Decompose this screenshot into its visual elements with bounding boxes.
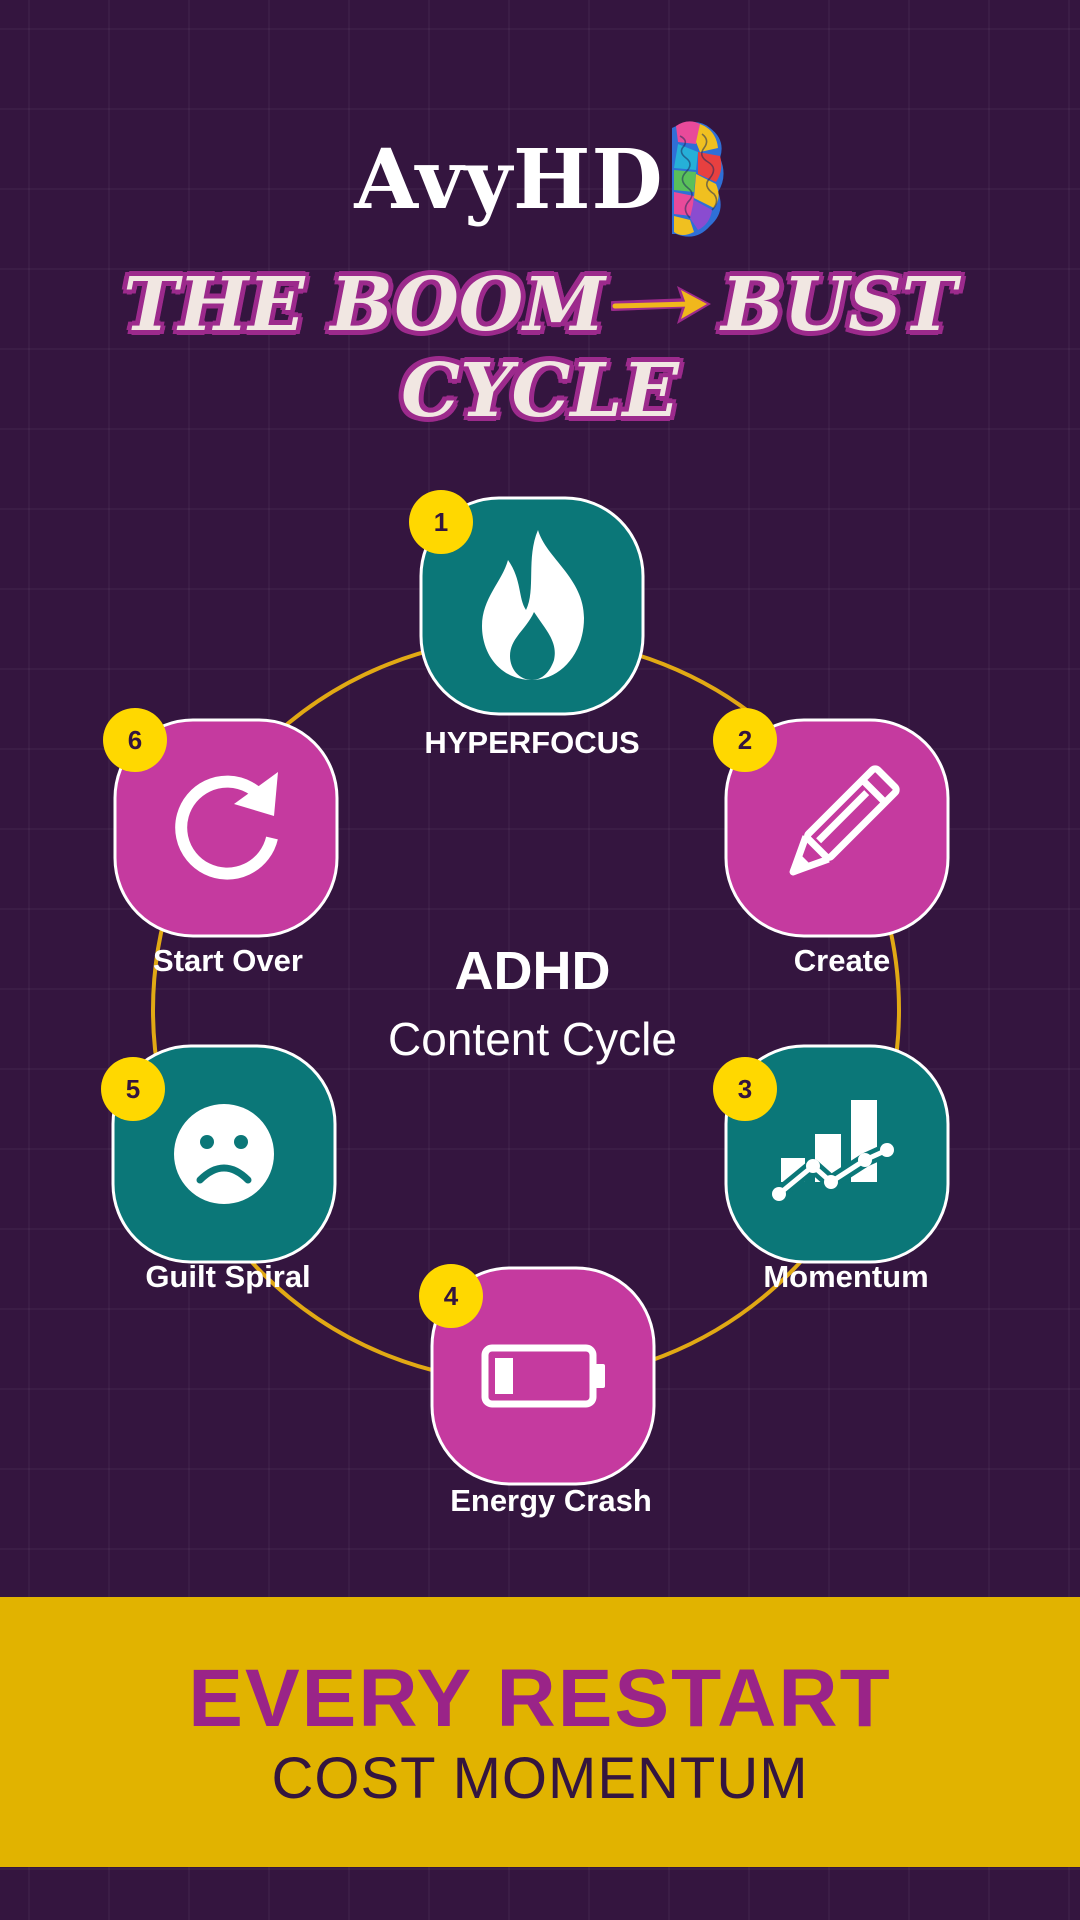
cycle-step-6: 6 — [103, 708, 339, 938]
flame-icon — [482, 530, 584, 680]
step-number: 3 — [738, 1074, 752, 1104]
step-number: 4 — [444, 1281, 459, 1311]
step-number-badge — [713, 708, 777, 772]
cycle-step-4: 4 — [419, 1264, 656, 1486]
step-label: Guilt Spiral — [145, 1259, 311, 1294]
step-label: Start Over — [153, 943, 303, 978]
cycle-diagram: 1 2 3 4 5 6 — [101, 490, 950, 1486]
step-number: 1 — [434, 507, 448, 537]
banner-subline: COST MOMENTUM — [271, 1746, 809, 1811]
cycle-step-1: 1 — [409, 490, 645, 716]
step-number-badge — [419, 1264, 483, 1328]
step-number-badge — [101, 1057, 165, 1121]
bar-chart-icon — [772, 1100, 894, 1201]
step-number: 5 — [126, 1074, 140, 1104]
title-cycle: CYCLE — [401, 348, 679, 434]
title-boom: THE BOOM — [123, 262, 606, 348]
battery-low-icon — [481, 1344, 605, 1408]
arrow-right-icon — [611, 286, 712, 324]
step-label: HYPERFOCUS — [424, 725, 640, 760]
step-number: 2 — [738, 725, 752, 755]
center-title: ADHD — [454, 941, 611, 1001]
step-tile — [724, 718, 950, 938]
cycle-step-2: 2 — [713, 708, 950, 938]
pencil-icon — [789, 765, 900, 876]
step-tile — [430, 1266, 656, 1486]
step-label: Momentum — [763, 1259, 929, 1294]
step-number-badge — [409, 490, 473, 554]
brand-logo: AvyHD — [0, 118, 1080, 242]
step-label: Create — [793, 943, 891, 978]
brand-name: AvyHD — [354, 132, 664, 228]
step-number: 6 — [128, 725, 142, 755]
title-bust: BUST — [721, 262, 957, 348]
step-number-badge — [103, 708, 167, 772]
page-title: THE BOOM BUST CYCLE — [0, 262, 1080, 434]
step-tile — [113, 718, 339, 938]
brain-icon — [671, 121, 724, 237]
center-subtitle: Content Cycle — [388, 1013, 677, 1065]
step-number-badge — [713, 1057, 777, 1121]
cycle-step-3: 3 — [713, 1044, 950, 1264]
banner-headline: EVERY RESTART — [188, 1653, 892, 1744]
cycle-step-5: 5 — [101, 1044, 337, 1264]
refresh-icon — [175, 772, 278, 880]
sad-face-icon — [174, 1104, 274, 1204]
step-label: Energy Crash — [450, 1483, 652, 1518]
bottom-banner: EVERY RESTART COST MOMENTUM — [0, 1597, 1080, 1867]
